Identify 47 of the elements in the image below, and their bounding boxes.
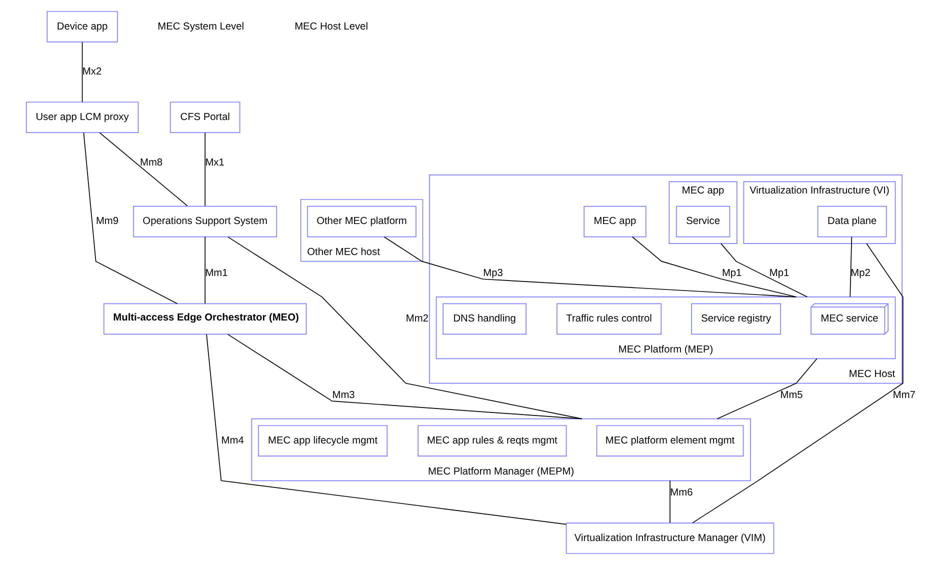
edge-label: Mp1 <box>769 268 790 280</box>
connector <box>720 243 808 298</box>
edge-label: Mm1 <box>205 268 228 280</box>
connector <box>850 236 852 298</box>
connector <box>692 243 904 524</box>
node-box: MEC app lifecycle mgmt <box>258 425 388 457</box>
connector <box>83 132 178 304</box>
node-box: DNS handling <box>442 303 526 335</box>
node-box: Other MEC platform <box>307 206 416 238</box>
connector <box>384 236 797 298</box>
connector <box>227 334 582 420</box>
node-box: Service <box>676 206 730 238</box>
node-box: Data plane <box>817 206 887 238</box>
node-box: Traffic rules control <box>556 303 662 335</box>
node-box: Service registry <box>691 303 781 335</box>
edge-label: Mm8 <box>140 157 163 168</box>
connector <box>716 358 818 420</box>
node-box: Device app <box>46 11 118 42</box>
connector <box>82 42 83 103</box>
connector <box>227 236 582 420</box>
node-box: User app LCM proxy <box>26 102 139 134</box>
edge-label: Mx1 <box>205 157 224 168</box>
edge-label: Mm9 <box>96 216 119 228</box>
node-box: CFS Portal <box>170 102 240 134</box>
edge-label: Mm4 <box>221 435 244 446</box>
node-box: Virtualization Infrastructure Manager (VIM) <box>566 522 774 554</box>
edge-label: Mm2 <box>406 314 429 325</box>
node-box: MEC platform element mgmt <box>596 425 744 457</box>
label: MEC System Level <box>158 21 244 32</box>
connector <box>206 334 567 525</box>
node-box: MEC app <box>584 206 646 238</box>
connector <box>204 236 206 304</box>
connector <box>632 236 797 298</box>
connector <box>99 132 188 206</box>
edge-label: Mp1 <box>722 268 742 280</box>
edge-label: Mm7 <box>892 390 916 402</box>
edge-label: Mx2 <box>82 66 102 78</box>
node-box: MEC app rules & reqts mgmt <box>418 425 567 457</box>
edge-label: Mp3 <box>483 268 503 280</box>
edge-label: Mp2 <box>850 268 870 280</box>
node-box: Operations Support System <box>133 206 278 238</box>
node-box: Multi-access Edge Orchestrator (MEO) <box>103 303 307 335</box>
edge-label: Mm3 <box>332 390 355 402</box>
connector <box>204 132 206 206</box>
label: MEC Host Level <box>294 21 368 32</box>
edge-label: Mm6 <box>670 488 693 499</box>
edge-label: Mm5 <box>780 390 803 402</box>
